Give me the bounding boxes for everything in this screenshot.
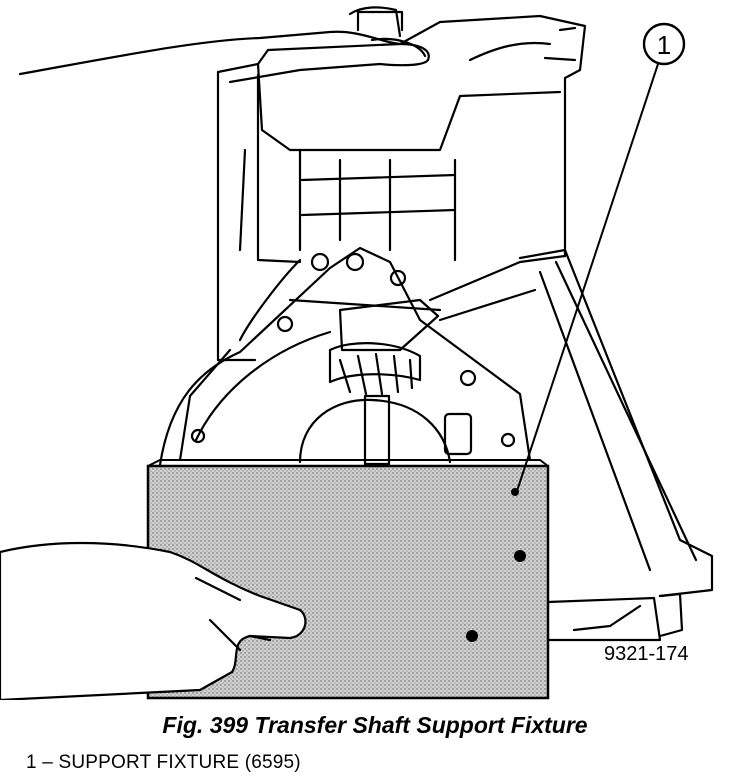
lower-hand-drawing — [0, 541, 307, 700]
transfer-shaft-support-fixture-illustration: 1 9321-174 — [0, 6, 714, 700]
legend-item-number: 1 — [26, 752, 37, 773]
legend-item-separator: – — [36, 752, 59, 773]
legend-item: 1 – SUPPORT FIXTURE (6595) — [26, 752, 301, 774]
transaxle-case-drawing — [216, 10, 587, 362]
legend-item-label: SUPPORT FIXTURE (6595) — [58, 752, 301, 773]
callout-1: 1 — [515, 22, 686, 495]
callout-number: 1 — [657, 30, 671, 60]
gear-housing-drawing — [158, 246, 567, 467]
legend-list: 1 – SUPPORT FIXTURE (6595) — [26, 752, 301, 774]
illustration-id: 9321-174 — [604, 643, 689, 665]
support-arm-drawing — [518, 248, 714, 642]
figure-caption: Fig. 399 Transfer Shaft Support Fixture — [162, 712, 588, 738]
